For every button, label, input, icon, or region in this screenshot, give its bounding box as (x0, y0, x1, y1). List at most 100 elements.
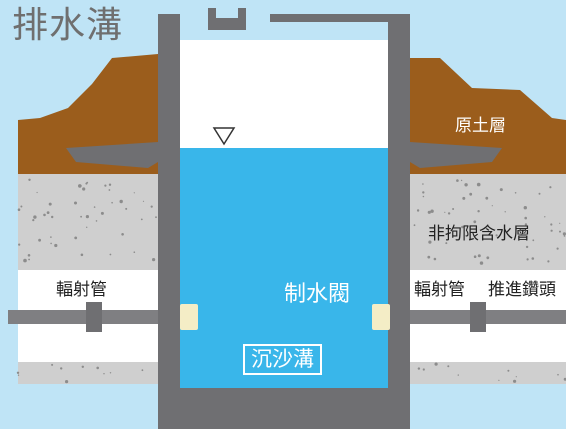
speckle-dot (473, 220, 477, 224)
speckle-dot (486, 256, 490, 260)
speckle-dot (133, 192, 135, 194)
speckle-dot (520, 233, 523, 236)
speckle-dot (100, 211, 104, 215)
speckle-dot (18, 243, 21, 246)
speckle-dot (152, 258, 156, 262)
aquifer-lower-left (18, 362, 158, 384)
speckle-dot (28, 258, 30, 261)
speckle-dot (36, 191, 38, 194)
speckle-dot (104, 184, 107, 187)
well-walls (66, 8, 502, 429)
speckle-dot (80, 253, 84, 257)
speckle-dot (85, 182, 88, 185)
speckle-dot (556, 247, 559, 250)
speckle-dot (430, 209, 434, 213)
speckle-dot (422, 183, 424, 185)
speckle-dot (74, 236, 78, 240)
speckle-dot (422, 191, 425, 194)
speckle-dot (526, 258, 529, 261)
diagram-title: 排水溝 (12, 5, 124, 46)
speckle-dot (457, 374, 459, 376)
speckle-dot (103, 373, 105, 375)
speckle-dot (417, 367, 421, 370)
speckle-dot (416, 209, 420, 212)
lid-right (270, 14, 410, 22)
well-bottom (180, 388, 388, 429)
lid-left (158, 14, 180, 22)
speckle-dot (33, 215, 37, 219)
aquifer-left (18, 174, 158, 270)
speckle-dot (469, 192, 473, 196)
speckle-dot (95, 220, 98, 222)
air-space (180, 40, 388, 148)
speckle-dot (150, 205, 153, 208)
left-wall (158, 14, 180, 429)
speckle-dot (48, 202, 52, 206)
aquifer-right (410, 174, 566, 270)
speckle-dot (531, 257, 535, 260)
speckle-dot (524, 223, 528, 226)
speckle-dot (491, 205, 493, 207)
speckle-dot (27, 254, 31, 257)
speckle-dot (142, 200, 145, 202)
speckle-dot (51, 363, 54, 366)
speckle-dot (60, 367, 63, 370)
radial-pipes (8, 302, 566, 332)
speckle-dot (111, 201, 113, 204)
speckle-dot (447, 365, 450, 368)
speckle-dot (513, 379, 517, 383)
label-radial-pipe-right: 輻射管 (414, 280, 465, 300)
speckle-dot (559, 222, 561, 224)
speckle-dot (428, 240, 432, 244)
speckle-dot (46, 211, 50, 215)
original-soil-left (18, 54, 158, 174)
speckle-dot (82, 187, 86, 191)
speckle-dot (563, 377, 566, 381)
speckle-dot (562, 232, 566, 236)
speckle-dot (54, 243, 58, 248)
speckle-dot (51, 215, 54, 219)
label-radial-pipe-left: 輻射管 (56, 280, 107, 300)
speckle-dot (524, 216, 527, 220)
speckle-dot (119, 199, 123, 204)
speckle-dot (464, 183, 468, 187)
speckle-dot (485, 196, 489, 200)
speckle-dot (504, 211, 506, 213)
speckle-dot (447, 212, 451, 215)
speckle-dot (477, 210, 480, 213)
speckle-dot (445, 242, 448, 245)
lid-handle (208, 8, 246, 30)
radial-pipe-left (8, 310, 158, 324)
speckle-dot (550, 229, 553, 232)
speckle-dot (550, 223, 553, 226)
speckle-dot (413, 224, 416, 227)
label-unconfined-aquifer: 非拘限含水層 (428, 224, 530, 244)
speckle-dot (28, 178, 31, 181)
speckle-dot (96, 366, 99, 370)
speckle-dot (547, 260, 550, 263)
aquifer-lower-right (410, 362, 566, 384)
speckle-dot (461, 225, 464, 229)
speckle-dot (78, 184, 82, 188)
pipe-coupling-right (470, 302, 486, 332)
valve-left (180, 304, 198, 330)
water-body (180, 148, 388, 388)
speckle-dot (456, 179, 459, 182)
sediment-trap-corner (180, 380, 214, 388)
speckle-dot (427, 255, 431, 259)
speckle-dot (507, 369, 510, 372)
right-collar (410, 142, 502, 168)
speckle-dot (521, 228, 525, 232)
speckle-dot (108, 183, 112, 186)
speckle-dot (444, 211, 446, 213)
speckle-dot (141, 369, 144, 372)
speckle-dot (514, 192, 517, 194)
speckle-dot (532, 239, 535, 242)
speckle-dot (20, 205, 23, 208)
speckle-dot (559, 230, 561, 233)
speckle-dot (498, 379, 500, 381)
left-collar (66, 142, 158, 168)
speckle-dot (109, 253, 112, 256)
radial-pipe-right (410, 310, 566, 324)
